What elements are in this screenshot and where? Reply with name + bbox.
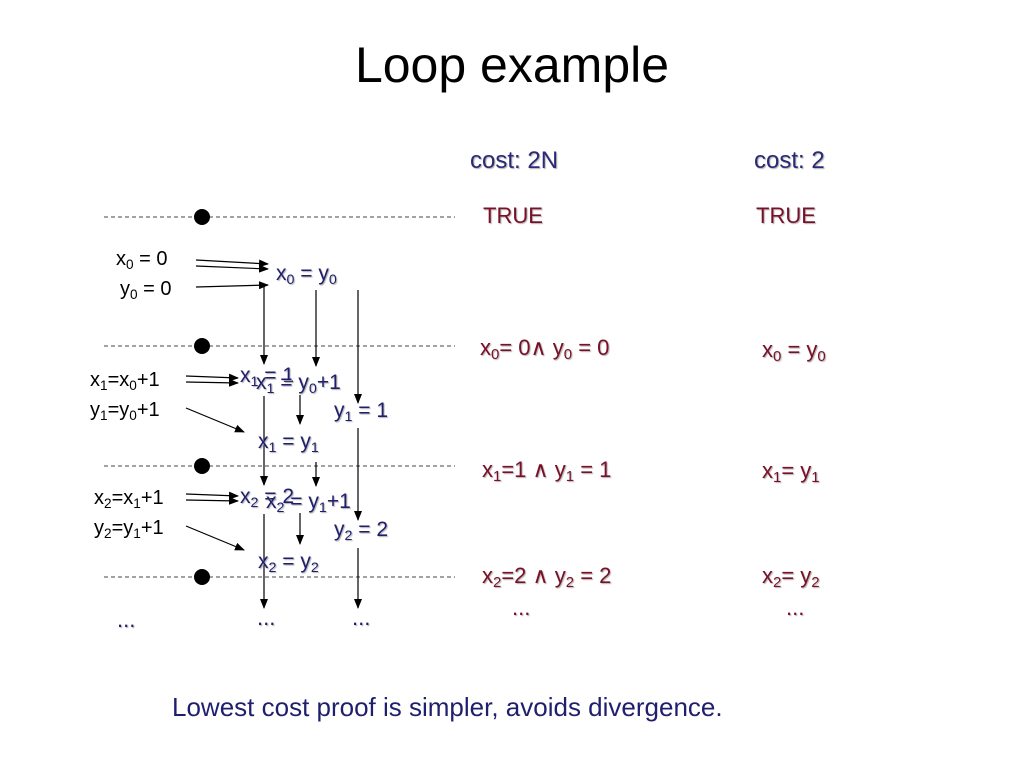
arrow-x0-b [195, 264, 269, 273]
arrow-x0-a [195, 259, 269, 268]
column-a-ellipsis: ... [512, 595, 531, 620]
program-point-node-2 [194, 458, 210, 474]
column-a-row-0: TRUE [483, 203, 543, 228]
label-y2-eq-2: y2 = 2 [334, 518, 389, 544]
statement-y0-assign: y0 = 0 [120, 278, 172, 302]
label-x1-eq-1: x1 = 1 [240, 364, 295, 390]
arrow-x2-b [185, 496, 239, 505]
statement-y1-assign: y1=y0+1 [90, 399, 160, 423]
label-x0-eq-y0: x0 = y0 [276, 262, 337, 288]
label-x1-eq-y1: x1 = y1 [258, 430, 319, 456]
column-a-row-1: x0= 0∧ y0 = 0 [480, 335, 610, 364]
ellipsis-col-b: ... [352, 605, 371, 630]
arrow-y1 [185, 407, 245, 433]
arrow-x1-b [185, 378, 239, 387]
arrow-x2-a [185, 491, 239, 500]
column-a-row-3: x2=2 ∧ y2 = 2 [482, 563, 612, 592]
statement-x0-assign: x0 = 0 [116, 248, 168, 272]
label-x2-eq-y1p1: x2 = y1+1 [266, 490, 351, 516]
arrow-y0 [195, 281, 269, 290]
ellipsis-col-a: ... [257, 605, 276, 630]
arrow-y2 [185, 525, 245, 551]
column-b-row-0: TRUE [756, 203, 816, 228]
program-point-node-1 [194, 338, 210, 354]
arrow-x1-a [185, 373, 239, 382]
column-b-row-1: x0 = y0 [762, 337, 826, 366]
ellipsis-left: ... [117, 607, 136, 632]
statement-x2-assign: x2=x1+1 [94, 487, 164, 511]
column-header-cost-2n: cost: 2N [470, 147, 559, 174]
footer-caption: Lowest cost proof is simpler, avoids div… [172, 692, 723, 722]
page-title: Loop example [354, 37, 670, 93]
statement-y2-assign: y2=y1+1 [94, 517, 164, 541]
column-b-row-2: x1= y1 [762, 458, 820, 487]
label-x1-eq-y0p1: x1 = y0+1 [256, 371, 341, 397]
label-x2-eq-y2: x2 = y2 [258, 550, 319, 576]
program-point-node-3 [194, 569, 210, 585]
column-b-ellipsis: ... [786, 595, 805, 620]
statement-x1-assign: x1=x0+1 [90, 369, 160, 393]
column-a-row-2: x1=1 ∧ y1 = 1 [482, 457, 612, 486]
label-y1-eq-1: y1 = 1 [334, 399, 389, 425]
column-b-row-3: x2= y2 [762, 563, 820, 592]
column-header-cost-2: cost: 2 [754, 147, 825, 174]
label-x2-eq-2: x2 = 2 [240, 485, 295, 511]
program-point-node-0 [194, 209, 210, 225]
